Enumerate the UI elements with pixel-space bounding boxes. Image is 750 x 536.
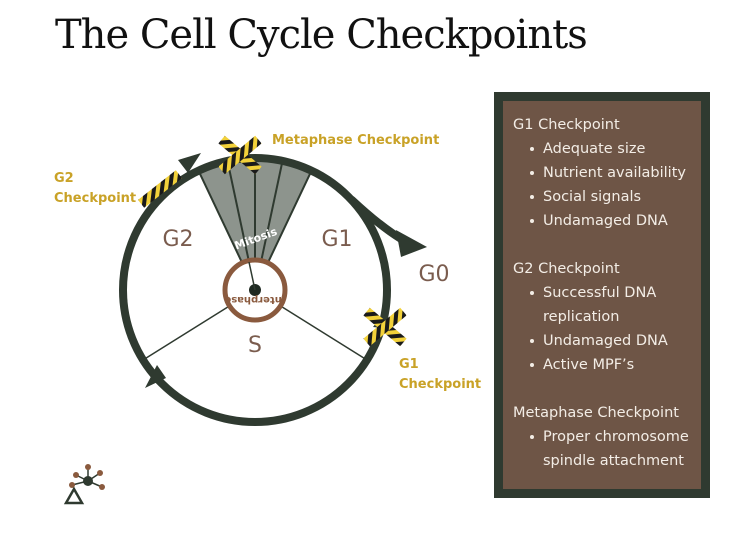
checkpoint-info-panel: G1 Checkpoint Adequate size Nutrient ava…: [494, 92, 710, 498]
interphase-label: Interphase: [224, 294, 285, 305]
list-item: Adequate size: [530, 137, 701, 161]
metaphase-checkpoint-barrier-icon: [218, 135, 262, 175]
list-item: Proper chromosome spindle attachment: [530, 425, 701, 473]
section-title: Metaphase Checkpoint: [513, 405, 679, 421]
list-item: Undamaged DNA: [530, 329, 701, 353]
list-item: Undamaged DNA: [530, 209, 701, 233]
g2-checkpoint-label-line1: G2: [54, 171, 74, 186]
list-item: Social signals: [530, 185, 701, 209]
section-title: G2 Checkpoint: [513, 261, 620, 277]
phase-g0-label: G0: [418, 262, 449, 287]
g1-checkpoint-label-line2: Checkpoint: [399, 377, 481, 392]
criteria-list: Proper chromosome spindle attachment: [513, 425, 701, 473]
g1-checkpoint-section: G1 Checkpoint Adequate size Nutrient ava…: [513, 113, 701, 233]
page-title: The Cell Cycle Checkpoints: [55, 12, 588, 58]
criteria-list: Successful DNA replication Undamaged DNA…: [513, 281, 701, 377]
metaphase-checkpoint-label: Metaphase Checkpoint: [272, 133, 439, 148]
section-title: G1 Checkpoint: [513, 117, 620, 133]
checkpoint-info-panel-inner: G1 Checkpoint Adequate size Nutrient ava…: [503, 101, 701, 489]
phase-g2-label: G2: [162, 227, 193, 252]
cycle-ring: [119, 154, 391, 426]
phase-g1-label: G1: [321, 227, 352, 252]
list-item: Nutrient availability: [530, 161, 701, 185]
g2-checkpoint-section: G2 Checkpoint Successful DNA replication…: [513, 257, 701, 377]
g0-arrowhead-icon: [396, 230, 427, 257]
list-item: Successful DNA replication: [530, 281, 701, 329]
g2-checkpoint-label-line2: Checkpoint: [54, 191, 136, 206]
ring-arrow-bottom-icon: [145, 365, 166, 388]
g1-checkpoint-label-line1: G1: [399, 357, 419, 372]
metaphase-checkpoint-section: Metaphase Checkpoint Proper chromosome s…: [513, 401, 701, 473]
g1-checkpoint-barrier-icon: [363, 307, 407, 347]
ring-arrow-top-icon: [178, 153, 201, 173]
criteria-list: Adequate size Nutrient availability Soci…: [513, 137, 701, 233]
logo-icon: [63, 464, 105, 505]
phase-s-label: S: [248, 333, 262, 358]
g2-checkpoint-barrier-icon: [138, 170, 182, 208]
list-item: Active MPF’s: [530, 353, 701, 377]
